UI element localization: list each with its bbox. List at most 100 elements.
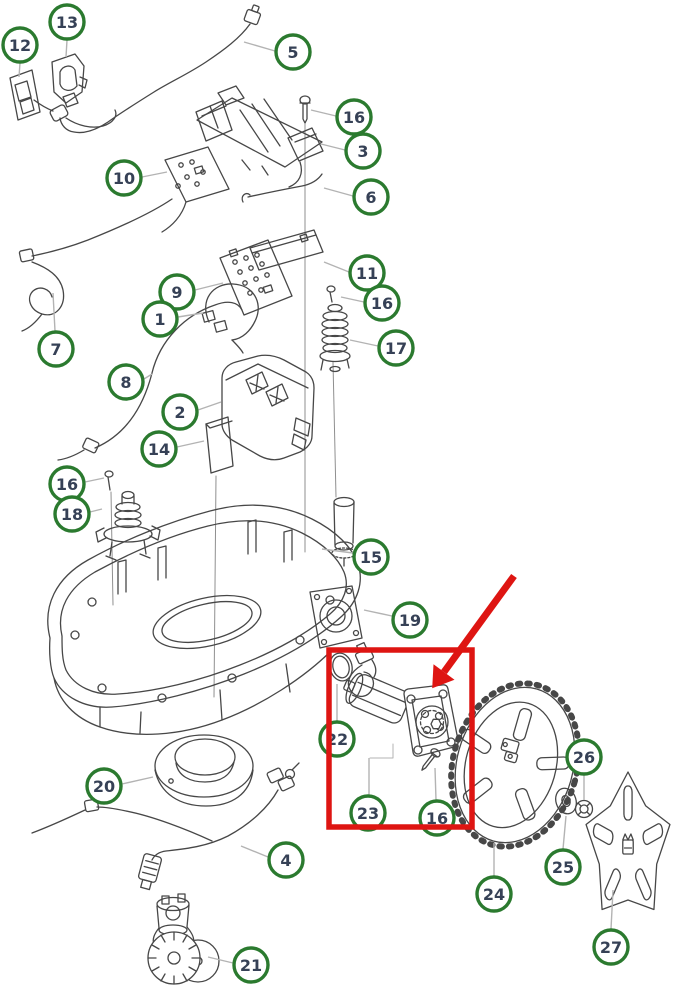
balloon-ring: [565, 738, 603, 776]
leader-line-2: [197, 401, 222, 411]
balloon-27-29[interactable]: 27: [592, 928, 630, 966]
caster-wheel-sketch: [147, 893, 220, 985]
balloon-4-24[interactable]: 4: [267, 841, 305, 879]
gear-shaft-sketch: [331, 496, 357, 567]
highlight-arrow-head: [432, 664, 455, 689]
leader-lines-layer: [18, 39, 614, 964]
balloon-18-17[interactable]: 18: [53, 495, 91, 533]
spring-assembly-sketch-right: [319, 285, 351, 373]
balloon-17-9[interactable]: 17: [377, 329, 415, 367]
balloon-number: 26: [573, 748, 595, 767]
balloon-13-0[interactable]: 13: [48, 3, 86, 41]
leader-line-21: [207, 956, 234, 964]
leader-line-18: [89, 508, 103, 513]
balloon-5-2[interactable]: 5: [274, 33, 312, 71]
balloon-1-11[interactable]: 1: [141, 300, 179, 338]
balloon-ring: [1, 26, 39, 64]
balloon-ring: [592, 928, 630, 966]
balloon-ring: [37, 330, 75, 368]
leader-line-16: [84, 477, 105, 483]
balloon-number: 12: [9, 36, 31, 55]
balloon-21-25[interactable]: 21: [232, 946, 270, 984]
blank-board-sketch: [249, 229, 324, 271]
chassis-body-sketch: [47, 504, 363, 735]
balloon-20-23[interactable]: 20: [85, 767, 123, 805]
screw-sketch-top: [299, 95, 311, 124]
leader-line-8: [143, 373, 153, 380]
balloon-number: 16: [343, 108, 365, 127]
balloon-16-16[interactable]: 16: [48, 465, 86, 503]
wire-loop-connector-sketch: [201, 283, 259, 354]
balloon-8-13[interactable]: 8: [107, 363, 145, 401]
balloon-ring: [352, 538, 390, 576]
lock-nut-sketch: [574, 799, 594, 819]
leader-line-12: [18, 62, 21, 78]
leader-line-25: [562, 815, 567, 850]
balloon-number: 27: [600, 938, 622, 957]
circuit-board-sketch: [18, 146, 230, 263]
exploded-axis-lines: [110, 123, 394, 759]
balloon-7-12[interactable]: 7: [37, 330, 75, 368]
balloon-2-14[interactable]: 2: [161, 393, 199, 431]
balloon-16-22[interactable]: 16: [418, 799, 456, 837]
balloon-number: 11: [356, 264, 378, 283]
cable-harness-sketch: [31, 762, 300, 891]
balloon-16-3[interactable]: 16: [335, 98, 373, 136]
foam-pad-sketch: [205, 416, 234, 474]
chassis-bracket-assembly-sketch: [195, 85, 324, 188]
screw-sketch-bottom: [421, 748, 441, 771]
balloon-ring: [161, 393, 199, 431]
balloon-ring: [232, 946, 270, 984]
diagonal-cable-sketch: [57, 301, 243, 461]
balloon-ring: [53, 495, 91, 533]
cable-sketch-top: [59, 4, 262, 134]
balloon-15-18[interactable]: 15: [352, 538, 390, 576]
balloon-11-7[interactable]: 11: [348, 254, 386, 292]
balloon-number: 16: [56, 475, 78, 494]
bracket-hook-sketch: [51, 53, 88, 108]
balloon-ring: [140, 430, 178, 468]
balloon-ring: [391, 601, 429, 639]
balloon-14-15[interactable]: 14: [140, 430, 178, 468]
leader-line-4: [240, 845, 269, 858]
leader-line-11: [323, 261, 350, 273]
balloon-25-27[interactable]: 25: [544, 848, 582, 886]
parts-sketch-layer: [9, 4, 670, 985]
balloon-number: 7: [50, 340, 61, 359]
loop-cable-sketch-left: [21, 261, 65, 332]
balloon-12-1[interactable]: 12: [1, 26, 39, 64]
balloon-3-4[interactable]: 3: [344, 132, 382, 170]
balloon-19-19[interactable]: 19: [391, 601, 429, 639]
leader-line-1: [177, 312, 204, 318]
balloon-number: 1: [154, 310, 165, 329]
balloon-23-21[interactable]: 23: [349, 794, 387, 832]
balloon-9-10[interactable]: 9: [158, 273, 196, 311]
balloon-22-20[interactable]: 22: [318, 720, 356, 758]
balloon-number: 21: [240, 956, 262, 975]
balloon-number: 8: [120, 373, 131, 392]
balloon-number: 15: [360, 548, 382, 567]
leader-line-27: [610, 889, 614, 930]
balloon-number: 2: [174, 403, 185, 422]
balloon-number: 18: [61, 505, 83, 524]
balloon-number: 10: [113, 169, 135, 188]
leader-line-5: [243, 41, 276, 52]
hub-cap-sketch: [586, 772, 670, 910]
bearing-ring-sketch: [154, 734, 254, 807]
balloon-24-28[interactable]: 24: [475, 875, 513, 913]
leader-line-14: [176, 440, 205, 448]
balloon-number: 13: [56, 13, 78, 32]
leader-line-20: [121, 776, 154, 785]
spring-assembly-sketch-left: [95, 470, 161, 561]
washer-sketch: [555, 787, 577, 815]
circuit-board-components-sketch: [219, 239, 293, 316]
leader-line-3: [320, 143, 346, 151]
balloon-26-26[interactable]: 26: [565, 738, 603, 776]
balloon-6-5[interactable]: 6: [352, 178, 390, 216]
leader-line-16: [310, 109, 337, 117]
leader-line-16: [340, 296, 365, 303]
balloon-number: 20: [93, 777, 115, 796]
balloon-10-6[interactable]: 10: [105, 159, 143, 197]
balloon-ring: [344, 132, 382, 170]
balloon-16-8[interactable]: 16: [363, 284, 401, 322]
